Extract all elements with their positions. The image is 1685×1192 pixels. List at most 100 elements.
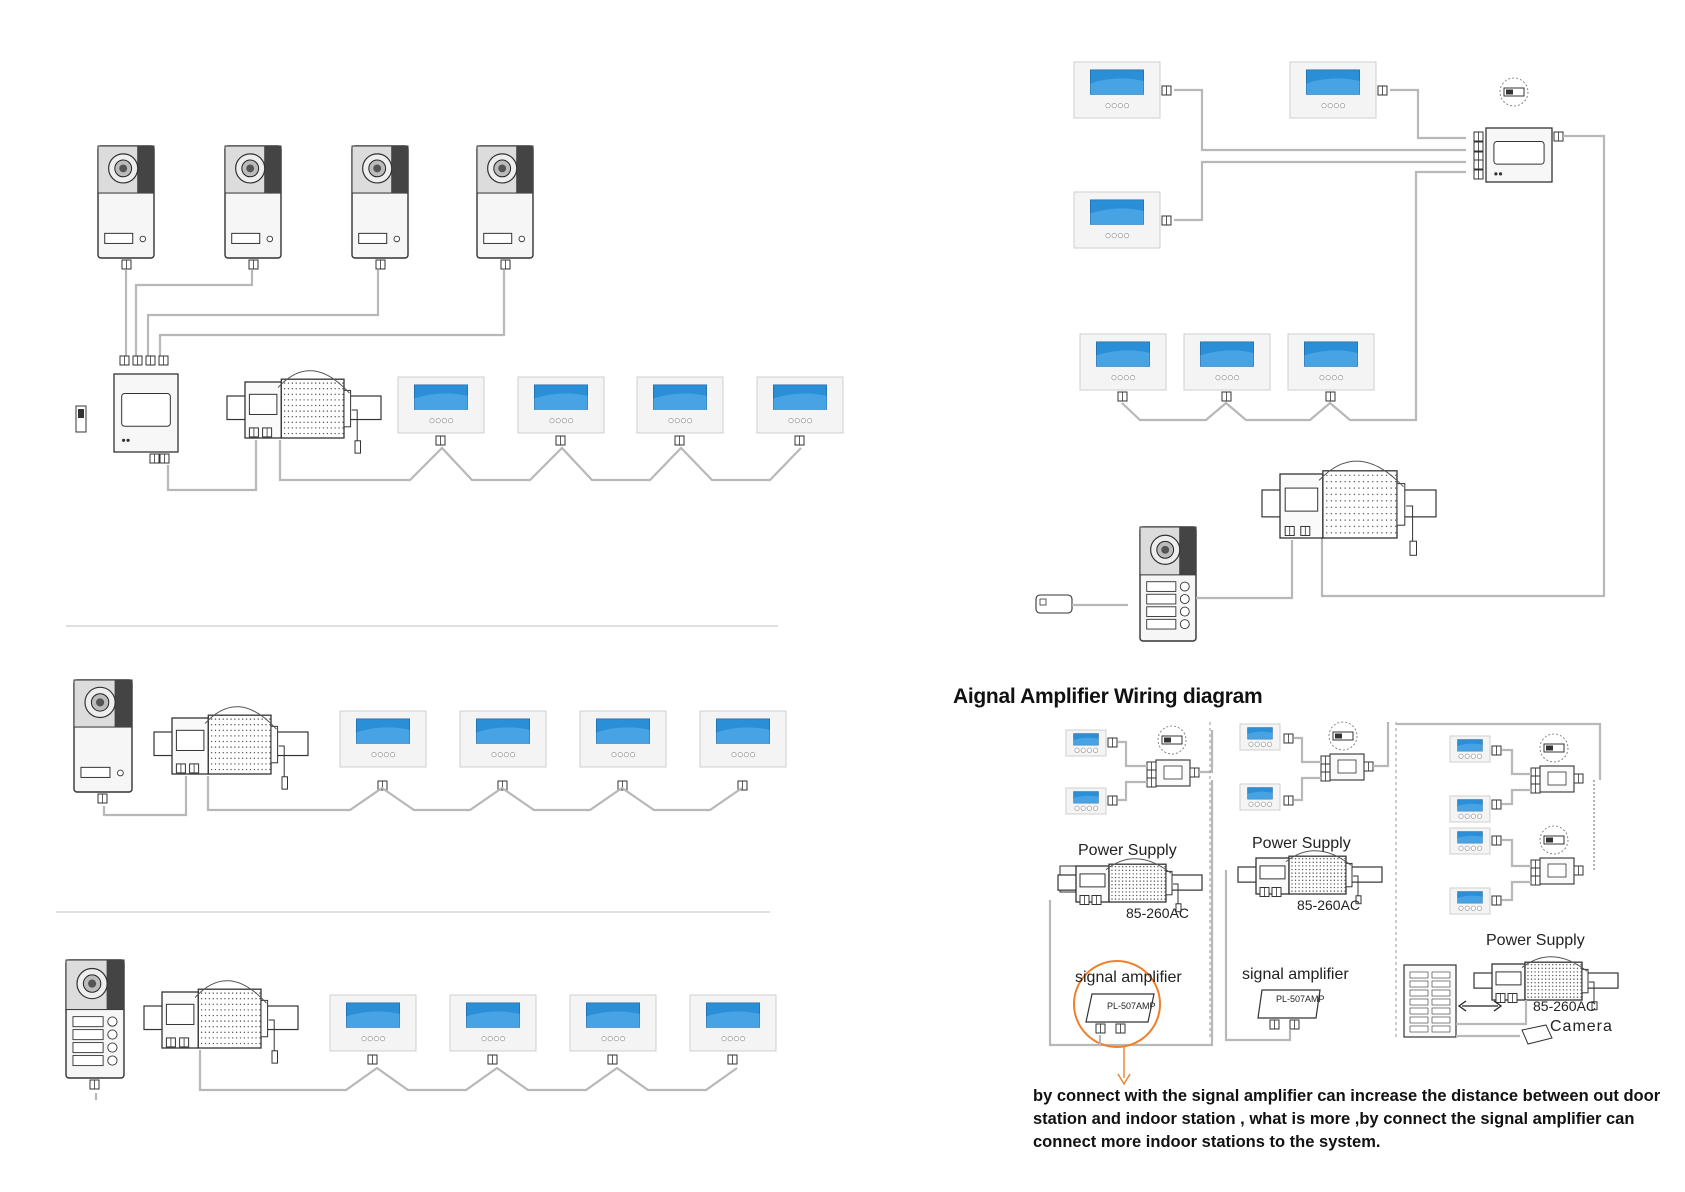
monitor-button xyxy=(1086,747,1092,753)
grille-dot xyxy=(334,393,336,396)
grille-dot xyxy=(1333,861,1336,864)
name-card xyxy=(104,232,134,244)
grille-dot xyxy=(1530,982,1533,984)
indoor-monitor-9 xyxy=(329,994,417,1052)
amplifier-model-label-1: PL-507AMP xyxy=(1107,1001,1156,1011)
monitor-screen-shine xyxy=(1304,350,1358,367)
dist-window xyxy=(1337,759,1357,774)
grille-dot xyxy=(212,1003,214,1006)
grille-dot xyxy=(255,1026,257,1028)
monitor-button xyxy=(510,752,516,758)
grille-dot xyxy=(299,399,301,401)
monitor-screen-shine xyxy=(1247,731,1273,740)
grille-dot xyxy=(1395,506,1397,508)
grille-dot xyxy=(1339,519,1342,521)
grille-dot xyxy=(291,416,294,418)
grille-dot xyxy=(235,1020,238,1022)
psu-output-connector xyxy=(1079,895,1090,906)
monitor-button xyxy=(731,752,737,758)
grille-dot xyxy=(1125,873,1127,875)
grille-dot xyxy=(1544,992,1547,995)
grille-dot xyxy=(1390,512,1392,515)
grille-dot xyxy=(230,735,232,737)
grille-dot xyxy=(1344,886,1346,889)
grille-dot xyxy=(239,1026,242,1028)
grille-dot xyxy=(1153,887,1156,890)
switch-lever xyxy=(1546,837,1553,843)
dist-connector xyxy=(1530,783,1541,794)
distributor-input-connector xyxy=(119,355,130,366)
grille-dot xyxy=(1111,898,1113,900)
grille-dot xyxy=(1530,967,1533,970)
amplifier-model-label-2: PL-507AMP xyxy=(1276,994,1325,1004)
monitor-button xyxy=(429,418,435,424)
monitor-button xyxy=(737,752,743,758)
grille-dot xyxy=(1118,891,1120,893)
grille-dot xyxy=(212,1026,214,1028)
grille-dot xyxy=(1316,890,1318,892)
grille-dot xyxy=(1349,532,1351,534)
grille-dot xyxy=(1125,866,1127,868)
dip-switch-icon-a xyxy=(1157,725,1187,755)
grille-dot xyxy=(216,1031,218,1034)
name-card xyxy=(358,232,388,244)
grille-dot xyxy=(204,998,207,1000)
grille-dot xyxy=(1111,894,1113,897)
grille-dot xyxy=(1132,873,1134,875)
wire xyxy=(1320,134,1606,598)
grille-dot xyxy=(265,740,267,743)
monitor-connector xyxy=(1107,795,1118,806)
grille-dot xyxy=(1340,883,1343,885)
grille-dot xyxy=(1544,978,1547,980)
grille-dot xyxy=(1390,506,1392,508)
grille-dot xyxy=(1349,487,1351,489)
amp-monitor-5 xyxy=(1449,735,1491,763)
grille-dot xyxy=(212,1014,214,1017)
grille-dot xyxy=(230,724,232,726)
grille-dot xyxy=(245,718,248,720)
monitor-button xyxy=(1477,845,1483,851)
grille-dot xyxy=(1308,890,1311,892)
station-key xyxy=(1431,998,1451,1006)
grille-dot xyxy=(1326,519,1328,521)
grille-dot xyxy=(1298,883,1300,885)
grille-dot xyxy=(311,382,313,384)
grille-dot xyxy=(330,421,332,424)
wire xyxy=(1502,788,1531,806)
grille-dot xyxy=(1344,532,1346,534)
grille-dot xyxy=(326,382,329,384)
grille-dot xyxy=(1330,879,1332,882)
grille-dot xyxy=(200,1037,203,1039)
grille-dot xyxy=(1316,876,1318,878)
monitor-button xyxy=(1124,233,1130,239)
grille-dot xyxy=(214,768,217,771)
grille-dot xyxy=(1358,525,1360,528)
psu-output-connector xyxy=(1300,525,1311,536)
grille-dot xyxy=(1337,879,1339,882)
grille-dot xyxy=(1143,887,1145,890)
grille-dot xyxy=(1562,971,1565,973)
grille-dot xyxy=(230,746,232,748)
grille-dot xyxy=(1580,974,1582,977)
grille-dot xyxy=(204,1003,207,1006)
grille-dot xyxy=(1308,868,1311,871)
grille-dot xyxy=(249,757,252,760)
grille-dot xyxy=(1576,967,1579,970)
grille-dot xyxy=(1527,974,1529,977)
grille-dot xyxy=(1136,891,1138,893)
grille-dot xyxy=(247,1042,249,1045)
grille-dot xyxy=(261,729,263,732)
monitor-screen-shine xyxy=(534,393,588,410)
grille-dot xyxy=(241,752,244,754)
grille-dot xyxy=(322,432,325,435)
grille-dot xyxy=(255,1037,257,1039)
switch-body xyxy=(1332,731,1354,741)
grille-dot xyxy=(1358,487,1360,489)
grille-dot xyxy=(1153,884,1156,886)
grille-dot xyxy=(247,1037,249,1039)
grille-dot xyxy=(1143,894,1145,897)
grille-dot xyxy=(269,752,271,754)
grille-dot xyxy=(1111,887,1113,890)
grille-dot xyxy=(1125,898,1127,900)
